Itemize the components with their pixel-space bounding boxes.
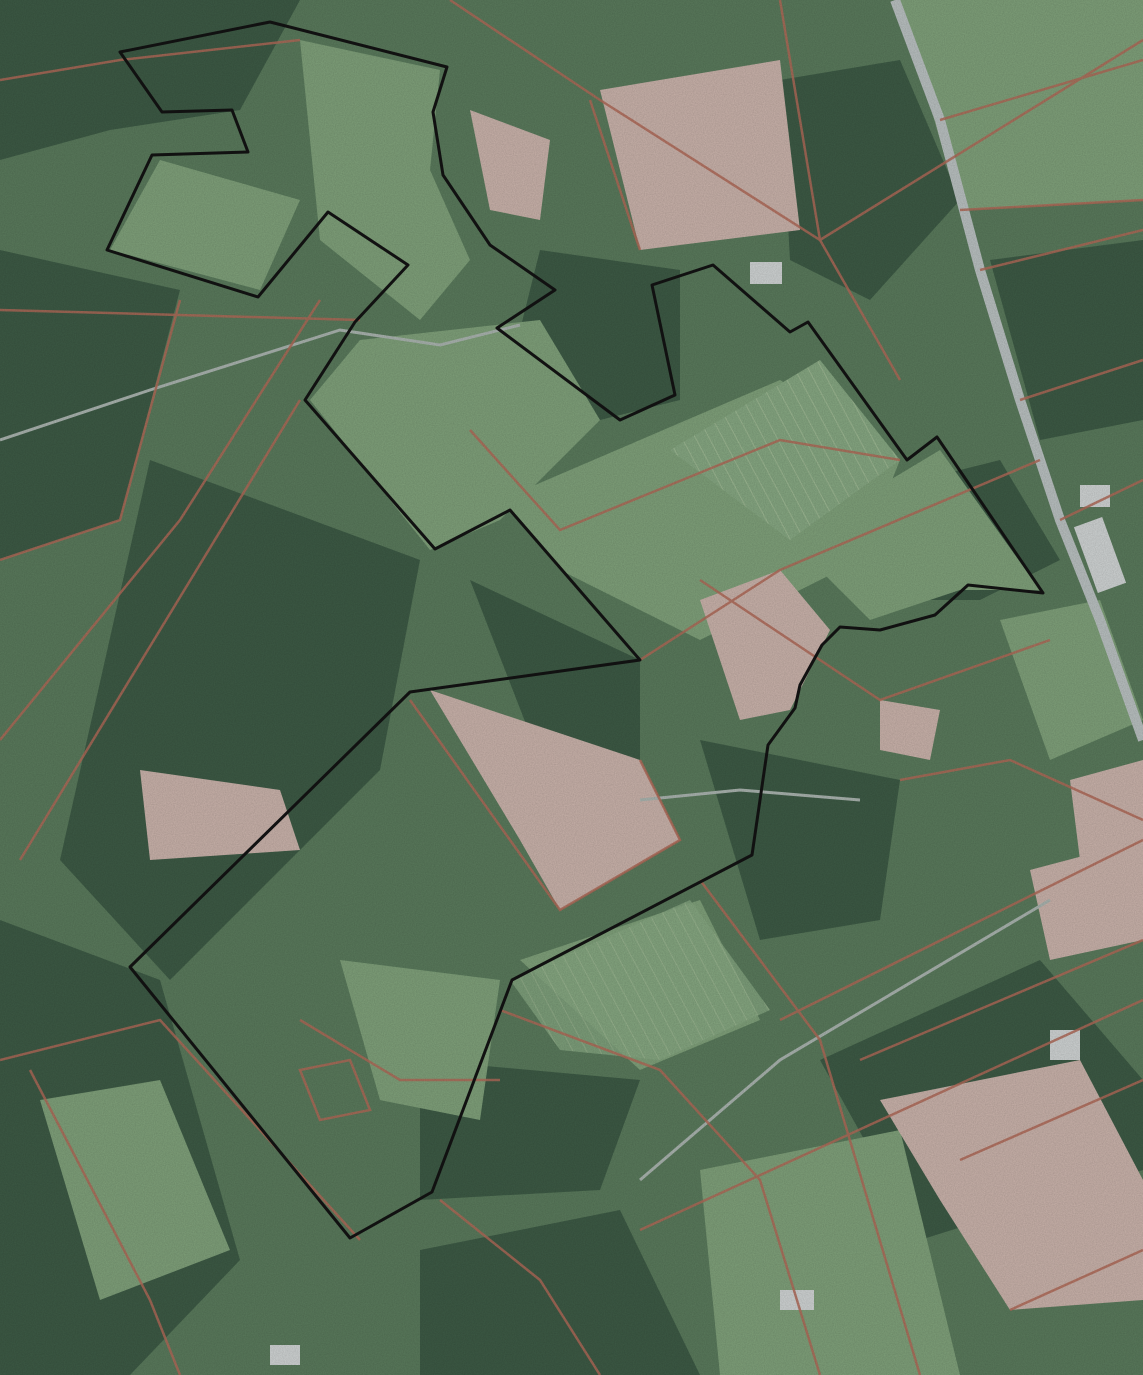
property-outline (105, 20, 1045, 1240)
